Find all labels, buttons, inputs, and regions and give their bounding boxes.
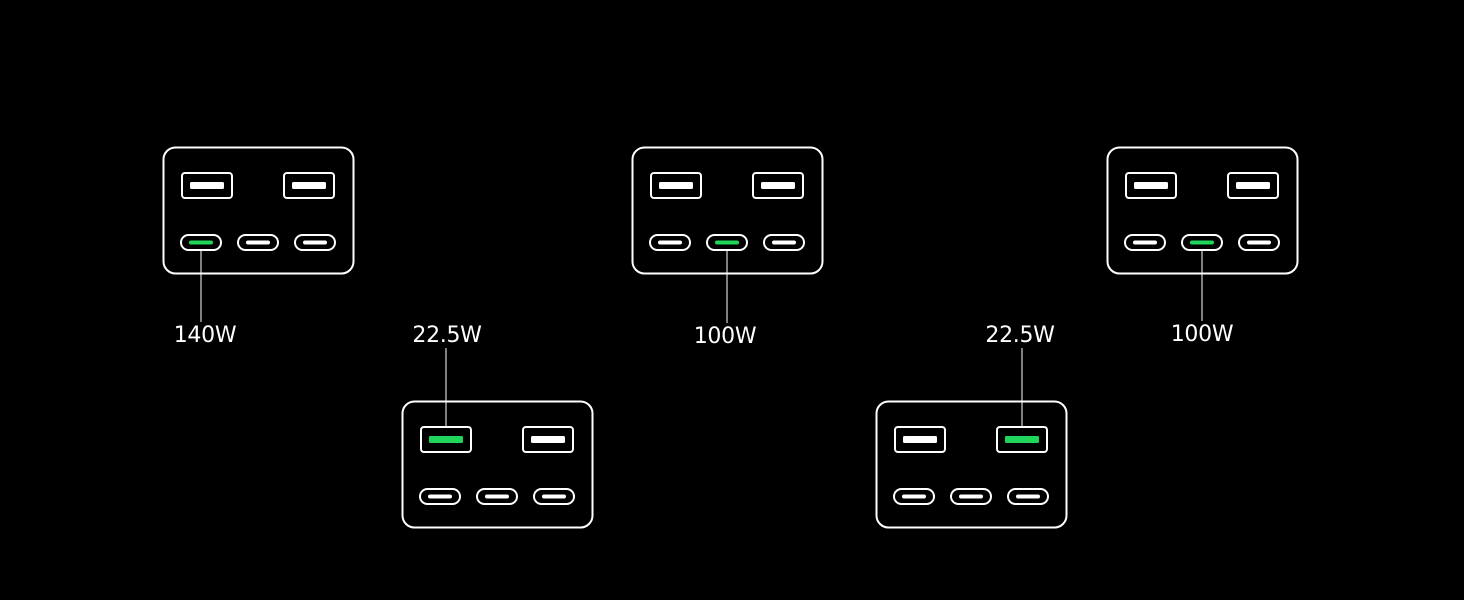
charger-2 xyxy=(401,348,594,529)
usb-a-port xyxy=(283,172,335,199)
usb-c-port xyxy=(237,234,279,251)
charger-3 xyxy=(631,146,824,323)
charger-5-output-label: 100W xyxy=(1170,322,1234,347)
charger-outline xyxy=(401,400,594,529)
usb-a-port-contact xyxy=(190,182,224,189)
usb-c-port-contact xyxy=(658,240,682,245)
charger-1-output-label: 140W xyxy=(173,323,237,348)
usb-a-port xyxy=(894,426,946,453)
usb-a-port xyxy=(1125,172,1177,199)
usb-c-port xyxy=(893,488,935,505)
usb-c-port xyxy=(1124,234,1166,251)
usb-c-port-contact xyxy=(1247,240,1271,245)
usb-a-port xyxy=(650,172,702,199)
usb-a-port xyxy=(522,426,574,453)
usb-a-port-contact xyxy=(531,436,565,443)
usb-c-port xyxy=(763,234,805,251)
usb-c-port-active-indicator xyxy=(1190,240,1214,245)
usb-a-port-active-indicator xyxy=(1005,436,1039,443)
usb-a-port xyxy=(752,172,804,199)
usb-c-port xyxy=(649,234,691,251)
usb-c-port xyxy=(1238,234,1280,251)
usb-c-port-contact xyxy=(902,494,926,499)
usb-c-port-contact xyxy=(772,240,796,245)
charger-5 xyxy=(1106,146,1299,321)
charger-1 xyxy=(162,146,355,322)
usb-a-port xyxy=(181,172,233,199)
usb-a-port-active-indicator xyxy=(429,436,463,443)
charger-4-output-label: 22.5W xyxy=(985,323,1055,348)
usb-c-port-contact xyxy=(1133,240,1157,245)
charger-4 xyxy=(875,348,1068,529)
usb-a-port-contact xyxy=(292,182,326,189)
usb-c-port-contact xyxy=(1016,494,1040,499)
charger-2-output-label: 22.5W xyxy=(412,323,482,348)
usb-a-port-contact xyxy=(659,182,693,189)
usb-a-port xyxy=(1227,172,1279,199)
charger-3-output-label: 100W xyxy=(693,324,757,349)
usb-c-port-contact xyxy=(959,494,983,499)
charger-outline xyxy=(162,146,355,275)
usb-c-port-contact xyxy=(246,240,270,245)
usb-c-port xyxy=(476,488,518,505)
usb-c-port xyxy=(533,488,575,505)
usb-c-port-contact xyxy=(303,240,327,245)
charger-outline xyxy=(875,400,1068,529)
usb-c-port xyxy=(419,488,461,505)
usb-c-port xyxy=(1007,488,1049,505)
usb-c-port-active-indicator xyxy=(189,240,213,245)
usb-c-port-contact xyxy=(542,494,566,499)
usb-c-port-contact xyxy=(428,494,452,499)
usb-a-port-contact xyxy=(1236,182,1270,189)
usb-c-port xyxy=(294,234,336,251)
usb-c-port-contact xyxy=(485,494,509,499)
usb-a-port-contact xyxy=(1134,182,1168,189)
usb-a-port-contact xyxy=(903,436,937,443)
usb-c-port-active-indicator xyxy=(715,240,739,245)
usb-c-port xyxy=(950,488,992,505)
usb-a-port-contact xyxy=(761,182,795,189)
